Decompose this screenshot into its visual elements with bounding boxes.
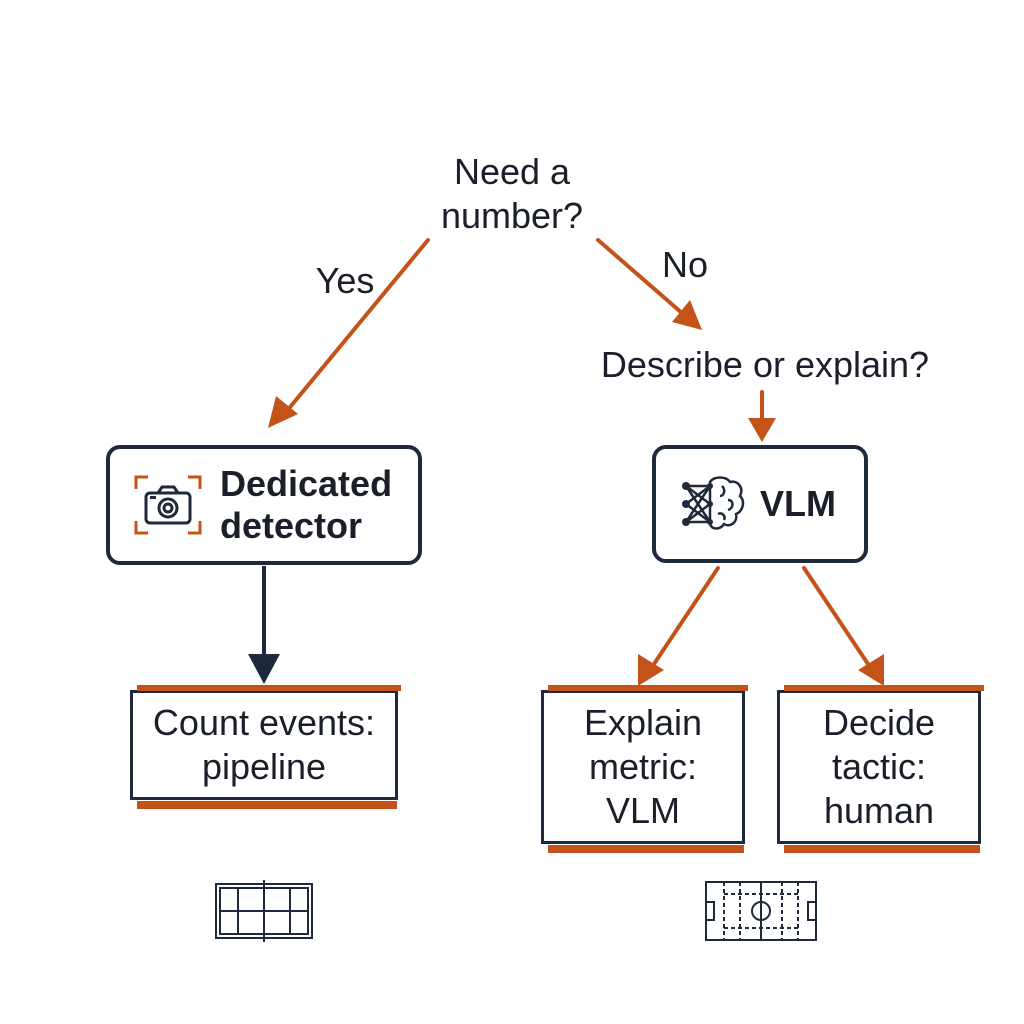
result-explain-metric: Explain metric: VLM [541, 685, 748, 853]
vlm-left-arrow-head [638, 654, 664, 686]
dedicated-detector-label: Dedicated detector [220, 463, 393, 546]
vlm-node: VLM [652, 445, 868, 563]
branch-label-yes: Yes [315, 260, 375, 301]
detector-down-arrow-head [248, 654, 280, 684]
result-decide-tactic: Decide tactic: human [777, 685, 984, 853]
vlm-right-arrow-line [802, 566, 874, 672]
no-arrow-head [672, 300, 702, 330]
neural-brain-icon [682, 476, 745, 530]
result-count-events: Count events: pipeline [130, 685, 401, 809]
question-describe-explain: Describe or explain? [600, 344, 930, 385]
football-field-icon [705, 881, 817, 941]
question-need-number: Need a number? [440, 151, 584, 236]
vlm-left-arrow-line [648, 566, 720, 672]
no-arrow-line [596, 238, 692, 322]
dedicated-detector-node: Dedicated detector [106, 445, 422, 565]
vlm-label: VLM [760, 483, 836, 524]
yes-arrow-line [284, 238, 430, 414]
branch-label-no: No [661, 244, 709, 285]
tennis-court-icon [215, 880, 313, 942]
vlm-right-arrow-head [858, 654, 884, 686]
camera-icon [134, 475, 202, 535]
yes-arrow-head [268, 396, 298, 428]
q2-arrow-head [748, 418, 776, 442]
